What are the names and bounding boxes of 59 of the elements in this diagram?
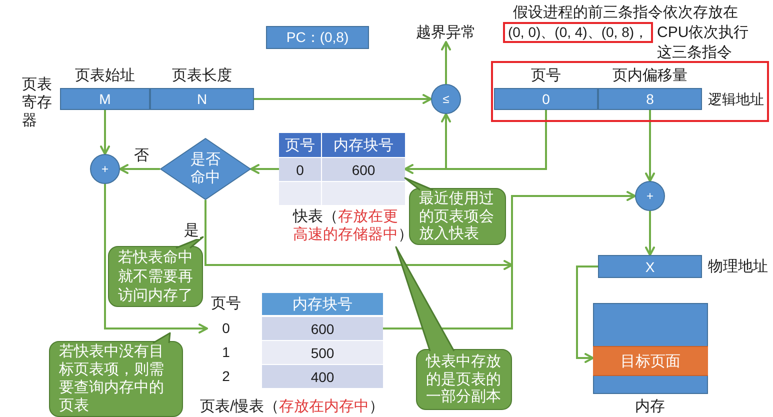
table-cell: 400 — [262, 365, 383, 388]
info-box: PC：(0,8) — [266, 26, 369, 49]
field-value: N — [196, 90, 208, 108]
field-heading: 页号 — [531, 67, 561, 85]
row-number: 1 — [222, 343, 230, 362]
row-number: 2 — [222, 367, 230, 386]
connector-line — [446, 110, 547, 170]
adder-circle: + — [635, 181, 665, 211]
field-value: M — [99, 90, 111, 108]
address-label: 逻辑地址 — [708, 90, 764, 109]
header-cell: 页号 — [279, 133, 321, 157]
adder-circle: + — [90, 154, 120, 184]
arrow — [104, 184, 208, 334]
arrow — [250, 164, 279, 174]
address-value: X — [645, 258, 655, 274]
table-cell: 500 — [262, 341, 383, 364]
edge-label: 否 — [133, 148, 150, 164]
arrow — [576, 266, 598, 363]
arrow — [441, 41, 451, 84]
address-label: 物理地址 — [708, 257, 768, 277]
register-label: 页表寄存器 — [22, 76, 53, 130]
table-caption: 页表/慢表（存放在内存中） — [200, 398, 378, 416]
field-heading: 页内偏移量 — [612, 67, 688, 85]
table-cell: 0 — [279, 158, 321, 181]
highlight-box: (0, 0)、(0, 4)、(0, 8)， — [503, 22, 653, 43]
memory-caption: 内存 — [635, 398, 665, 416]
note-text: CPU依次执行这三条指令 — [657, 23, 750, 63]
arrow — [441, 113, 451, 169]
connector-line — [383, 265, 513, 330]
field-value: 0 — [542, 90, 550, 108]
page-band: 目标页面 — [593, 346, 708, 376]
arrow — [404, 164, 446, 174]
callout-bubble: 快表中存放的是页表的一部分副本 — [416, 349, 512, 410]
field-value: 8 — [646, 90, 654, 108]
field-heading: 页表长度 — [172, 67, 232, 85]
arrow — [645, 211, 655, 256]
header-cell: 内存块号 — [322, 133, 405, 157]
arrow — [511, 191, 636, 265]
table-cell: 600 — [262, 317, 383, 340]
arrow — [119, 164, 160, 174]
field-heading: 页表始址 — [75, 67, 135, 85]
note-text: 假设进程的前三条指令依次存放在 — [513, 3, 738, 23]
arrow — [100, 110, 110, 155]
table-cell: 600 — [322, 158, 405, 181]
arrow — [254, 94, 432, 104]
header-cell: 内存块号 — [262, 293, 383, 315]
comparator-circle: ≤ — [431, 84, 461, 114]
callout-bubble: 若快表命中就不需要再访问内存了 — [108, 246, 203, 307]
callout-bubble: 最近使用过的页表项会放入快表 — [409, 188, 506, 245]
column-heading: 页号 — [211, 294, 241, 314]
edge-label: 是 — [183, 223, 200, 239]
arrow — [645, 110, 655, 182]
decision-diamond: 是否命中 — [160, 138, 251, 200]
highlight-frame — [491, 61, 769, 122]
arrow — [204, 200, 513, 270]
row-number: 0 — [222, 319, 230, 338]
node-label: 越界异常 — [414, 23, 478, 42]
callout-bubble: 若快表中没有目标页表项，则需要查询内存中的页表 — [49, 341, 183, 417]
table-caption: 快表（存放在更高速的存储器中） — [293, 208, 407, 244]
